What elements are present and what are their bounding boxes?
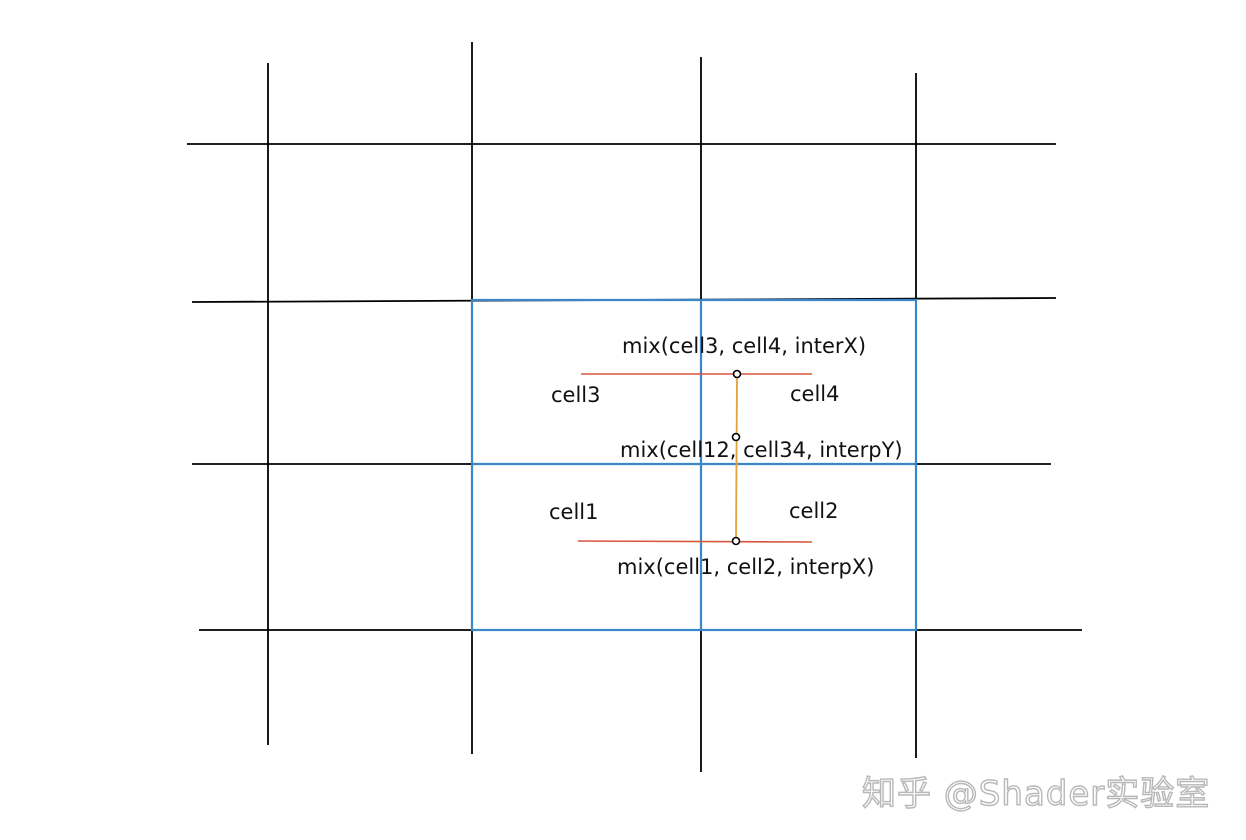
interp-points xyxy=(731,369,742,546)
label-mix-cell3-cell4: mix(cell3, cell4, interX) xyxy=(622,334,866,358)
label-cell3: cell3 xyxy=(551,383,601,407)
label-cell4: cell4 xyxy=(790,382,840,406)
point-mix1234 xyxy=(731,432,741,442)
vertical-interp-line xyxy=(735,373,738,542)
label-cell2: cell2 xyxy=(789,499,839,523)
label-mix-cell12-cell34: mix(cell12, cell34, interpY) xyxy=(620,438,903,462)
grid-vertical-lines xyxy=(267,42,917,772)
horizontal-interp-lines xyxy=(577,373,813,543)
watermark: 知乎 @Shader实验室 xyxy=(861,773,1211,814)
point-mix12 xyxy=(731,536,741,546)
label-cell1: cell1 xyxy=(549,500,599,524)
interp-line-bottom xyxy=(577,540,813,543)
point-mix34 xyxy=(732,369,742,379)
label-mix-cell1-cell2: mix(cell1, cell2, interpX) xyxy=(617,555,874,579)
highlighted-cells xyxy=(470,298,918,632)
